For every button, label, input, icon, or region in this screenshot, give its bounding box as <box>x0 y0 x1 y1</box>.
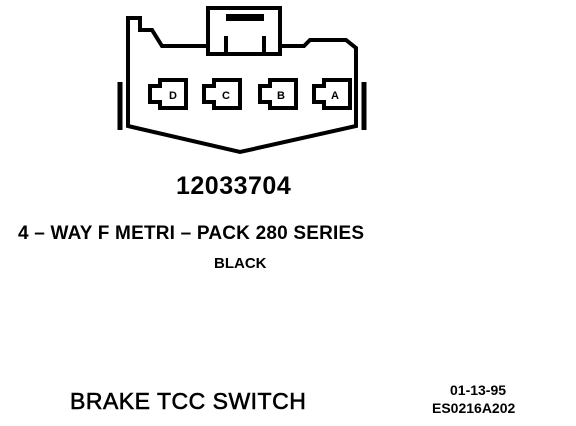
pin-cavity-d: D <box>148 78 188 110</box>
document-code: ES0216A202 <box>432 400 516 416</box>
connector-part-number: 12033704 <box>176 172 292 200</box>
pin-cavity-c: C <box>202 78 242 110</box>
pin-label-c: C <box>222 90 230 102</box>
component-name: BRAKE TCC SWITCH <box>70 388 307 414</box>
connector-description: 4 – WAY F METRI – PACK 280 SERIES <box>18 223 365 244</box>
document-date: 01-13-95 <box>450 382 507 398</box>
pin-cavity-a: A <box>312 78 352 110</box>
pin-label-a: A <box>331 90 339 102</box>
pin-cavity-b: B <box>258 78 298 110</box>
pin-label-d: D <box>169 90 177 102</box>
connector-housing <box>126 16 358 155</box>
pin-label-b: B <box>277 90 285 102</box>
lock-tab-slot <box>226 14 264 21</box>
connector-color: BLACK <box>214 255 267 272</box>
